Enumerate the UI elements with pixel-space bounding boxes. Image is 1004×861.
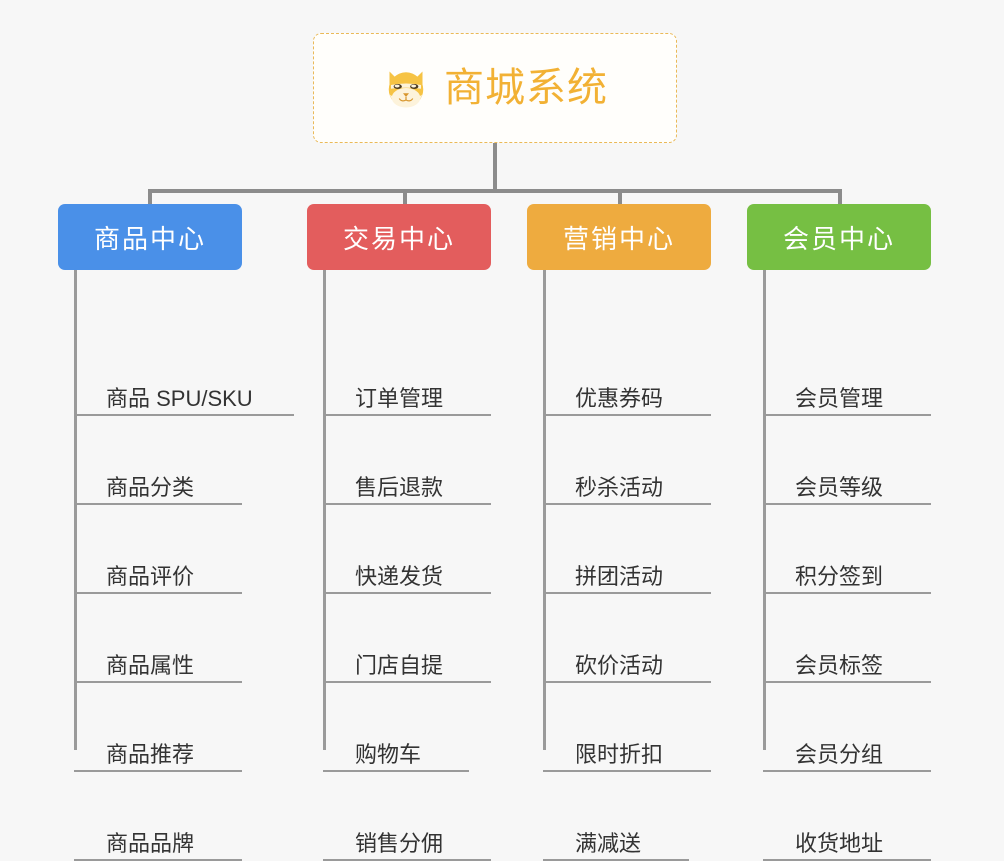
list-item-label: 秒杀活动 [575, 475, 664, 500]
leaf-underline [763, 414, 931, 416]
category-column-member: 会员中心 会员管理 会员等级 积分签到 会员标签 会员分组 [747, 204, 931, 861]
list-item-label: 售后退款 [355, 475, 444, 500]
list-item-label: 会员等级 [795, 475, 884, 500]
list-item-label: 会员分组 [795, 742, 884, 767]
list-item-label: 商品评价 [106, 564, 195, 589]
connector-drop-2 [403, 189, 407, 209]
column-spine [543, 270, 546, 750]
list-item-label: 订单管理 [355, 386, 444, 411]
leaf-underline [543, 503, 711, 505]
list-item-label: 砍价活动 [575, 653, 664, 678]
list-item-label: 购物车 [355, 742, 422, 767]
category-header-label: 营销中心 [562, 223, 675, 254]
category-header-marketing[interactable]: 营销中心 [527, 204, 711, 270]
leaf-underline [543, 681, 711, 683]
category-header-label: 会员中心 [782, 223, 895, 254]
category-column-trade: 交易中心 订单管理 售后退款 快递发货 门店自提 购物车 [307, 204, 491, 861]
list-item-label: 商品 SPU/SKU [106, 386, 253, 411]
connector-drop-4 [838, 189, 842, 209]
category-header-label: 交易中心 [342, 223, 455, 254]
connector-horizontal-bus [148, 189, 842, 193]
connector-drop-1 [148, 189, 152, 209]
mindmap-canvas: 商城系统 商品中心 商品 SPU/SKU 商品分类 商品评价 [58, 33, 931, 861]
leaf-underline [763, 503, 931, 505]
list-item-label: 门店自提 [355, 653, 444, 678]
category-header-product[interactable]: 商品中心 [58, 204, 242, 270]
shiba-dog-face-icon [388, 71, 424, 108]
list-item-label: 商品属性 [106, 653, 195, 678]
leaf-underline [543, 592, 711, 594]
list-item-label: 积分签到 [795, 564, 884, 589]
leaf-underline [74, 414, 294, 416]
list-item-label: 拼团活动 [575, 564, 664, 589]
list-item-label: 会员管理 [795, 386, 884, 411]
root-title: 商城系统 [444, 66, 608, 110]
list-item-label: 销售分佣 [355, 831, 444, 856]
category-header-label: 商品中心 [93, 223, 206, 254]
column-spine [74, 270, 77, 750]
leaf-underline [74, 592, 242, 594]
list-item-label: 优惠券码 [575, 386, 664, 411]
leaf-underline [74, 770, 242, 772]
category-column-product: 商品中心 商品 SPU/SKU 商品分类 商品评价 商品属性 商品推荐 [58, 204, 294, 861]
leaf-underline [543, 414, 711, 416]
root-node[interactable]: 商城系统 [313, 33, 677, 143]
connector-drop-3 [618, 189, 622, 209]
leaf-underline [323, 770, 469, 772]
leaf-underline [543, 770, 711, 772]
column-spine [323, 270, 326, 750]
leaf-underline [323, 414, 491, 416]
category-header-trade[interactable]: 交易中心 [307, 204, 491, 270]
column-spine [763, 270, 766, 750]
leaf-underline [74, 503, 242, 505]
category-column-marketing: 营销中心 优惠券码 秒杀活动 拼团活动 砍价活动 限时折扣 [527, 204, 711, 861]
list-item-label: 快递发货 [355, 564, 444, 589]
leaf-underline [763, 770, 931, 772]
category-header-member[interactable]: 会员中心 [747, 204, 931, 270]
list-item-label: 商品分类 [106, 475, 195, 500]
leaf-underline [74, 681, 242, 683]
leaf-underline [763, 592, 931, 594]
connector-root-stem [493, 143, 497, 193]
leaf-underline [763, 681, 931, 683]
list-item-label: 会员标签 [795, 653, 884, 678]
leaf-underline [323, 681, 491, 683]
list-item-label: 商品推荐 [106, 742, 195, 767]
list-item-label: 收货地址 [795, 831, 884, 856]
leaf-underline [323, 592, 491, 594]
list-item-label: 满减送 [575, 831, 642, 856]
list-item-label: 商品品牌 [106, 831, 195, 856]
leaf-underline [323, 503, 491, 505]
list-item-label: 限时折扣 [575, 742, 664, 767]
